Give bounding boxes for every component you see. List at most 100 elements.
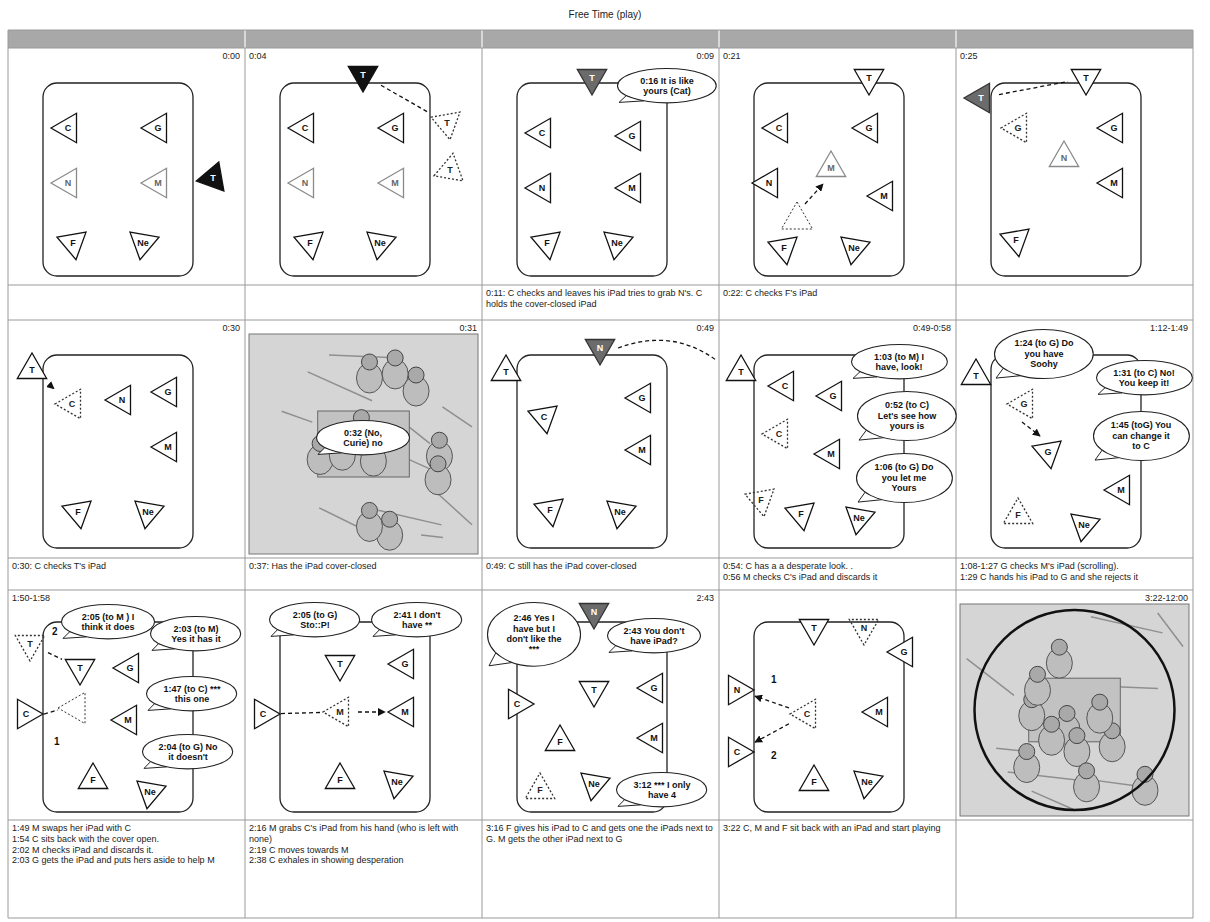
- person-initial: Ne: [614, 508, 626, 517]
- triangle-shape: [816, 151, 845, 177]
- photo-sketch-line: [442, 407, 472, 427]
- person-initial: T: [591, 686, 597, 695]
- person-initial: T: [1083, 74, 1089, 83]
- person-triangle: M: [636, 720, 672, 756]
- timestamp: 0:30: [222, 323, 240, 334]
- person-triangle: Ne: [576, 766, 612, 802]
- person-initial: C: [541, 413, 548, 422]
- caption-cell: 3:22 C, M and F sit back with an iPad an…: [723, 823, 952, 834]
- speech-bubble: 0:52 (to C) Let's see how yours is: [856, 390, 958, 442]
- triangle-shape: [62, 501, 91, 529]
- person-triangle: Ne: [1066, 507, 1102, 543]
- triangle-shape: [768, 371, 794, 400]
- triangle-shape: [762, 113, 788, 142]
- person-triangle: M: [387, 694, 423, 730]
- movement-arrow: [281, 712, 322, 713]
- photo-sketch-line: [329, 355, 389, 357]
- person-triangle: G: [112, 650, 148, 686]
- speech-bubble: 3:12 *** I only have 4: [615, 771, 708, 808]
- triangle-shape: [887, 637, 913, 666]
- triangle-shape: [17, 353, 46, 379]
- person-initial: G: [650, 684, 657, 693]
- caption-cell: 2:16 M grabs C's iPad from his hand (who…: [249, 823, 478, 866]
- person-triangle: C: [287, 110, 323, 146]
- person-triangle: G: [624, 380, 660, 416]
- person-initial: T: [503, 368, 509, 377]
- triangle-shape: [799, 765, 828, 791]
- speech-text: 1:24 (to G) Do you have Soohy: [1011, 338, 1077, 369]
- person-initial: C: [302, 124, 309, 133]
- triangle-shape: [378, 168, 404, 197]
- person-triangle: N: [524, 170, 560, 206]
- person-triangle: F: [743, 482, 779, 518]
- person-triangle: Ne: [132, 774, 168, 810]
- triangle-shape: [51, 168, 77, 197]
- triangle-shape: [841, 237, 870, 265]
- person-triangle: C: [526, 399, 562, 435]
- person-triangle: C: [8, 696, 44, 732]
- triangle-shape: [137, 781, 166, 809]
- person-initial: M: [827, 164, 835, 173]
- person-triangle: F: [542, 724, 578, 760]
- grid-line: [8, 820, 1193, 821]
- person-initial: C: [69, 400, 76, 409]
- caption-text: 1:08-1:27 G checks M's iPad (scrolling).: [960, 561, 1189, 572]
- person-triangle: T: [322, 646, 358, 682]
- triangle-shape: [1032, 441, 1061, 469]
- caption-text: 2:03 G gets the iPad and puts hers aside…: [12, 855, 241, 866]
- triangle-shape: [325, 763, 354, 789]
- person-initial: G: [391, 124, 398, 133]
- person-triangle: G: [377, 110, 413, 146]
- person-triangle: T: [429, 105, 465, 141]
- timestamp: 0:04: [249, 51, 267, 62]
- triangle-shape: [1001, 113, 1027, 142]
- person-initial: F: [75, 508, 81, 517]
- person-initial: F: [811, 778, 817, 787]
- person-initial: M: [628, 184, 636, 193]
- bubble-ellipse: [487, 602, 580, 666]
- triangle-shape: [151, 377, 177, 406]
- person-triangle: N: [751, 165, 787, 201]
- person-triangle: C: [761, 416, 797, 452]
- person-initial: T: [866, 74, 872, 83]
- header-separator: [955, 30, 957, 48]
- person-initial: M: [875, 708, 883, 717]
- bubble-ellipse: [151, 617, 241, 651]
- person-initial: T: [589, 74, 595, 83]
- timestamp: 3:22-12:00: [1145, 593, 1188, 604]
- grid-line: [8, 30, 1193, 31]
- person-triangle: M: [866, 178, 902, 214]
- triangle-shape: [799, 620, 828, 646]
- person-initial: G: [164, 388, 171, 397]
- triangle-shape: [1071, 70, 1100, 96]
- triangle-shape: [729, 737, 755, 766]
- person-initial: T: [811, 624, 817, 633]
- person-initial: T: [973, 372, 979, 381]
- triangle-shape: [615, 173, 641, 202]
- photo-child-head: [1059, 705, 1075, 721]
- person-initial: N: [119, 396, 126, 405]
- timestamp: 0:49: [696, 323, 714, 334]
- movement-path: [1022, 422, 1040, 436]
- bubble-ellipse: [1093, 411, 1189, 460]
- person-initial: N: [65, 179, 72, 188]
- grid-line: [245, 30, 246, 918]
- person-initial: C: [804, 710, 811, 719]
- person-triangle: F: [322, 762, 358, 798]
- person-triangle: G: [886, 634, 922, 670]
- triangle-shape: [637, 723, 663, 752]
- callout-number: 1: [771, 674, 777, 686]
- triangle-shape: [1097, 168, 1123, 197]
- triangle-shape: [1104, 475, 1130, 504]
- triangle-shape: [785, 503, 814, 531]
- triangle-shape: [367, 232, 396, 260]
- speech-bubble: 1:45 (toG) You can change it to C: [1092, 410, 1191, 462]
- triangle-shape: [55, 389, 81, 418]
- triangle-shape: [577, 70, 606, 96]
- person-initial: C: [23, 710, 30, 719]
- person-triangle: M: [377, 165, 413, 201]
- table-outline: [991, 83, 1141, 276]
- triangle-shape: [862, 697, 888, 726]
- person-triangle: T: [963, 80, 999, 116]
- person-triangle: C: [245, 696, 281, 732]
